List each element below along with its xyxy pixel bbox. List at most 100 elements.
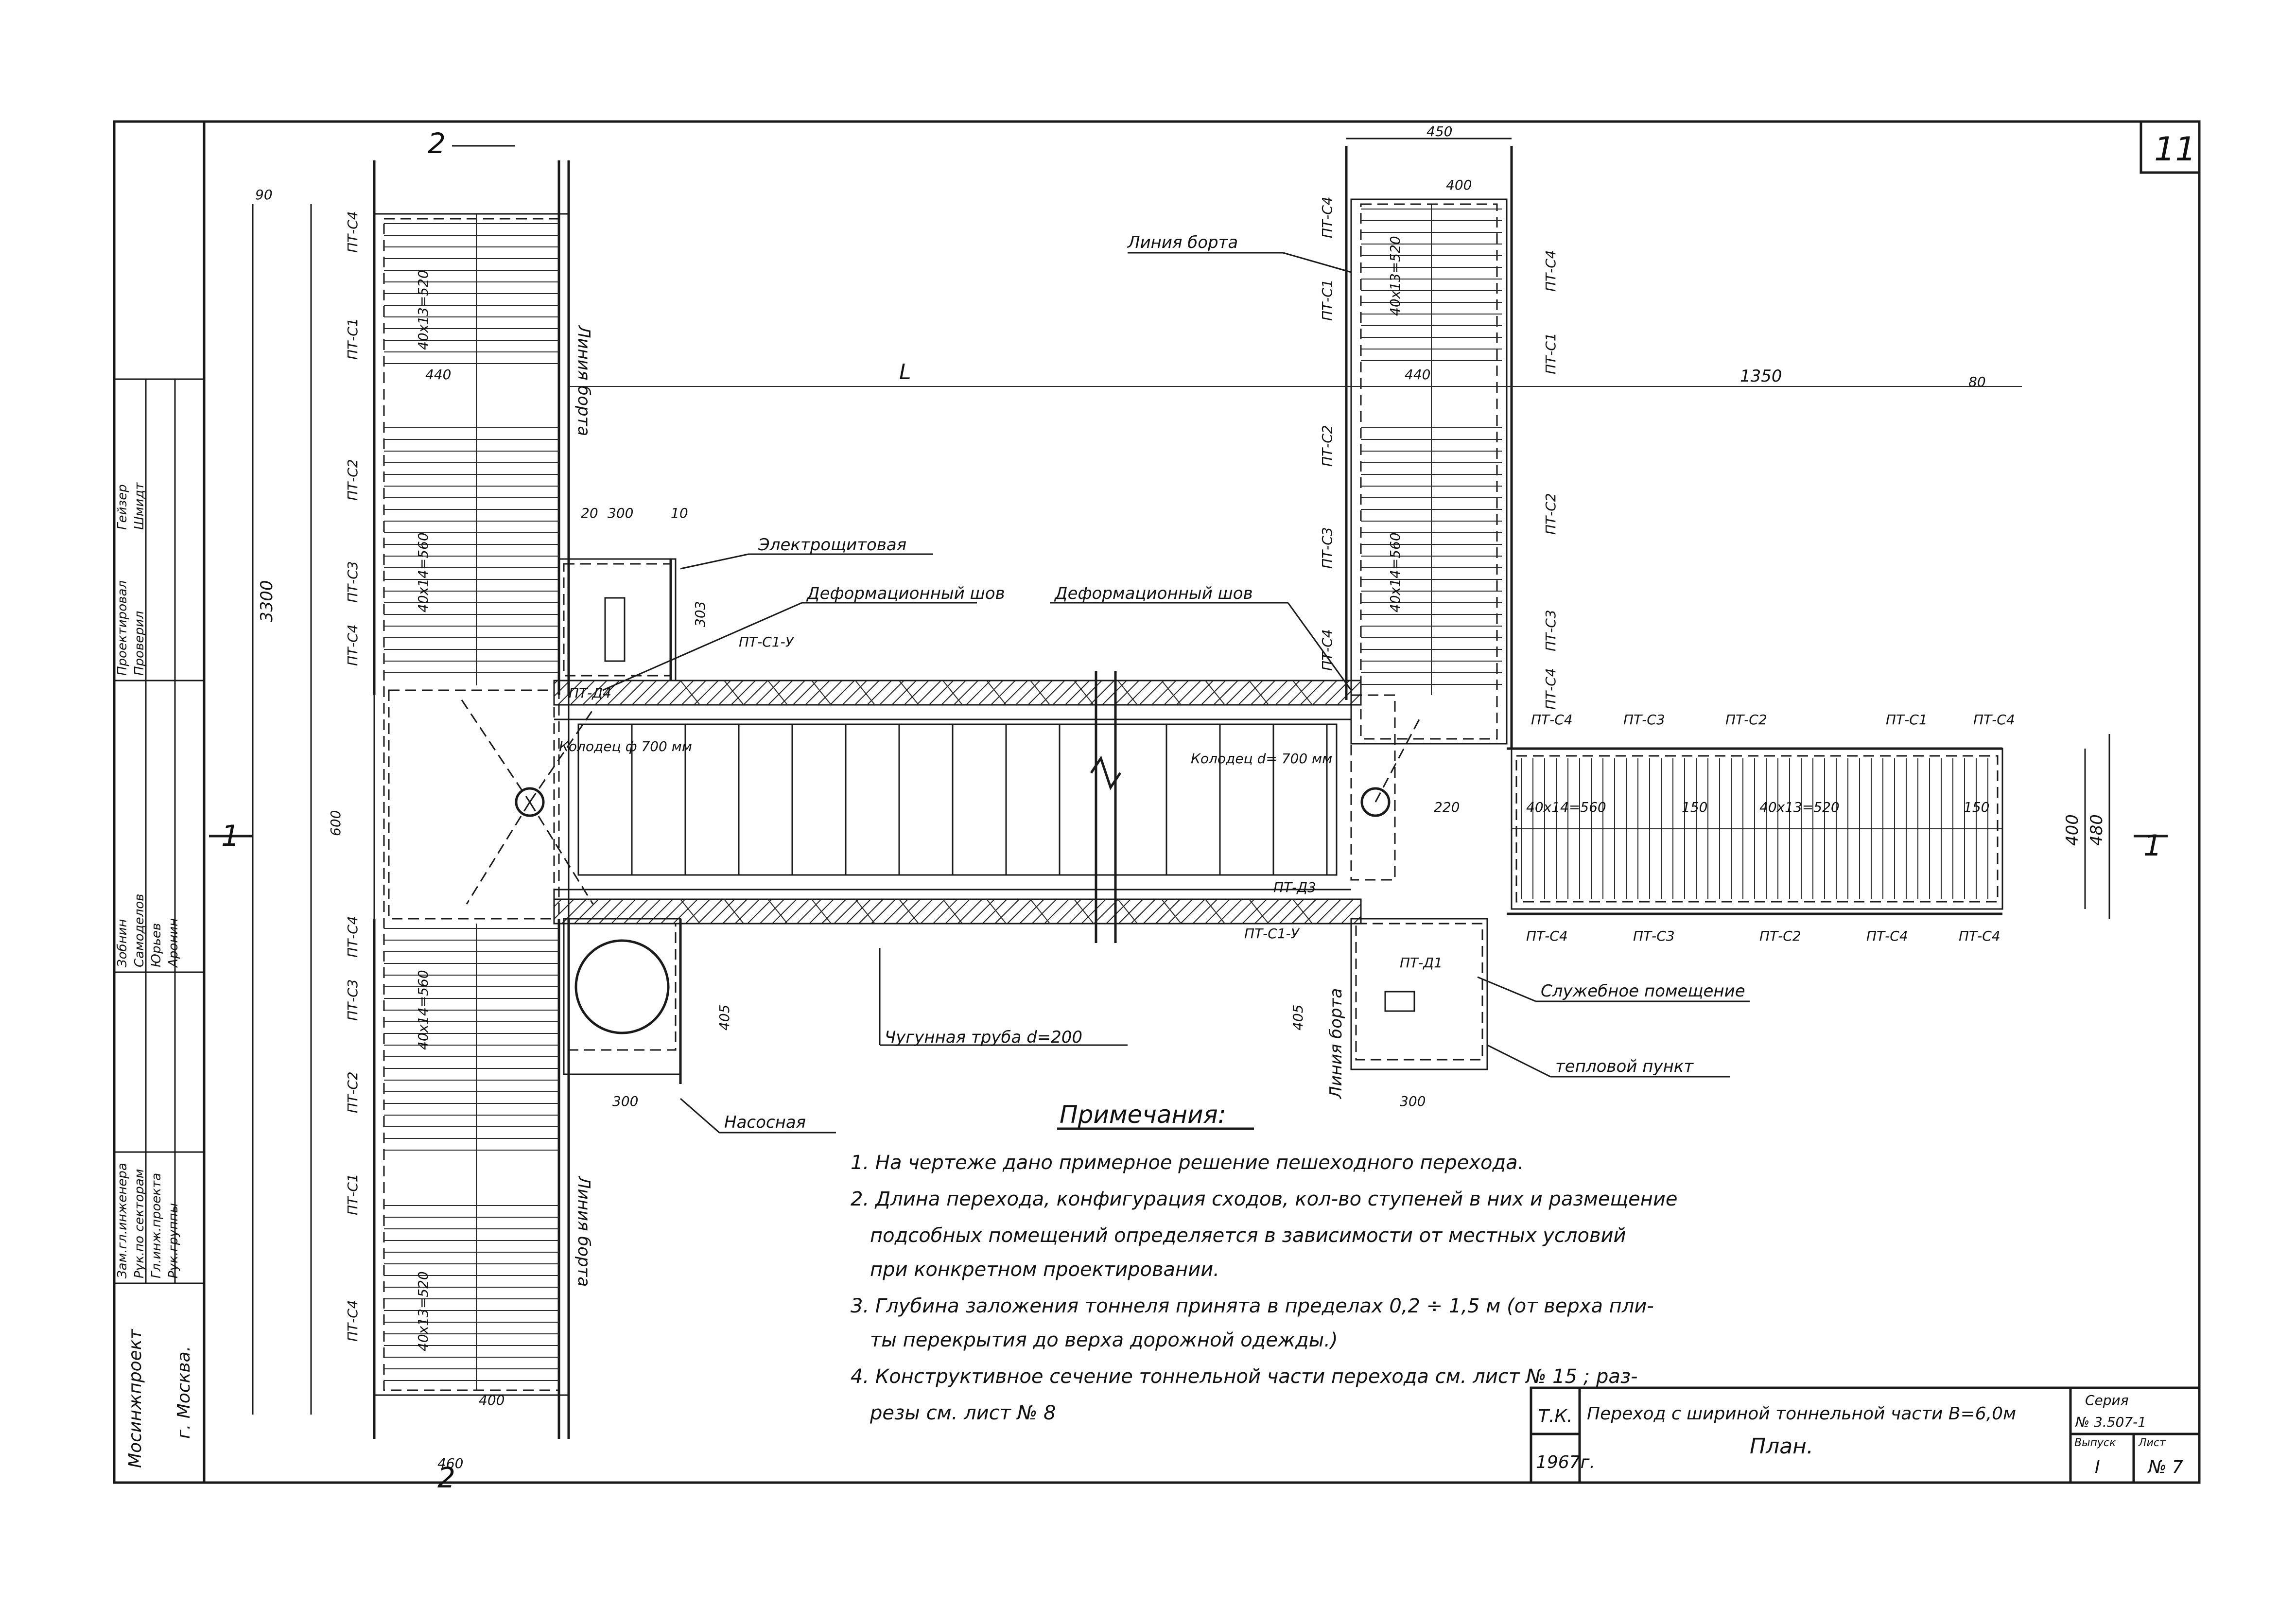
- label-liniya-borta-bottom-left: Линия борта: [574, 1175, 593, 1287]
- dim-20: 20: [581, 505, 598, 521]
- stair-element-label: ПТ-С4: [345, 1300, 361, 1342]
- slab-mark: [1205, 680, 1225, 705]
- stair-element-label: ПТ-С3: [345, 979, 361, 1021]
- stair-element-label: ПТ-С4: [1866, 928, 1908, 944]
- stair-element-label: ПТ-С1: [345, 318, 361, 360]
- stamp-name: Аронин: [166, 918, 181, 968]
- tb-list: № 7: [2147, 1457, 2183, 1477]
- pump-well-icon: [574, 939, 670, 1034]
- slab-mark: [1249, 680, 1269, 705]
- dim-440-right: 440: [1405, 367, 1430, 383]
- page-number: 11: [2154, 130, 2196, 169]
- slab-mark: [811, 899, 832, 924]
- stair-element-label: ПТ-С1: [1543, 332, 1559, 374]
- stair-element-label: ПТ-С4: [1526, 928, 1568, 944]
- slab-mark: [1161, 899, 1182, 924]
- stair-element-label: ПТ-С2: [1319, 425, 1335, 467]
- service-room: [1350, 918, 1488, 1070]
- break-symbol-icon: [1090, 755, 1122, 790]
- leader-line: [680, 1098, 720, 1134]
- stair-element-label: ПТ-С4: [1959, 928, 2000, 944]
- dim-90: 90: [255, 187, 273, 203]
- note-line: при конкретном проектировании.: [870, 1258, 1219, 1281]
- stair-element-label: ПТ-С2: [1759, 928, 1801, 944]
- label-deform-shov-1: Деформационный шов: [806, 584, 1005, 603]
- dim-150-b: 150: [1964, 799, 1989, 815]
- pump-room: [563, 918, 682, 1084]
- stair-element-label: ПТ-С2: [1725, 712, 1767, 728]
- stair-element-label: ПТ-С4: [345, 624, 361, 666]
- tb-tk: Т.К.: [1538, 1406, 1572, 1426]
- tb-vypusk-label: Выпуск: [2074, 1437, 2116, 1449]
- tb-title: Переход с шириной тоннельной части В=6,0…: [1587, 1404, 2016, 1424]
- label-pt-c1-u-bottom: ПТ-С1-У: [1244, 926, 1300, 942]
- stair-element-label: ПТ-С3: [1623, 712, 1665, 728]
- dim-300-c: 300: [1400, 1093, 1426, 1109]
- slab-mark: [1030, 899, 1050, 924]
- notes-heading: Примечания:: [1060, 1101, 1226, 1129]
- label-pt-d1: ПТ-Д1: [1400, 955, 1443, 971]
- stamp-role: Рук.по секторам: [132, 1169, 147, 1278]
- stair-element-label: ПТ-С1: [1319, 279, 1335, 321]
- label-deform-shov-2: Деформационный шов: [1054, 584, 1253, 603]
- note-line: 3. Глубина заложения тоннеля принята в п…: [851, 1295, 1654, 1317]
- tb-seriya: № 3.507-1: [2074, 1414, 2146, 1430]
- stair-element-label: ПТ-С4: [1973, 712, 2015, 728]
- stamp-org: Мосинжпроект: [125, 1328, 145, 1468]
- dim-1350: 1350: [1740, 367, 1782, 386]
- leader-line: [602, 602, 802, 691]
- dim-405-b: 405: [1290, 1005, 1306, 1031]
- note-line: подсобных помещений определяется в завис…: [870, 1224, 1626, 1247]
- dim-300-b: 300: [612, 1093, 638, 1109]
- run-560-h: 40x14=560: [1526, 799, 1606, 815]
- slab-mark: [1117, 680, 1138, 705]
- notes-block: Примечания: 1. На чертеже дано примерное…: [851, 1101, 1678, 1424]
- label-kolodets-1: Колодец ф 700 мм: [559, 738, 692, 754]
- stair-element-label: ПТ-С4: [1531, 712, 1573, 728]
- tunnel-panels: [577, 680, 1328, 924]
- stair-element-label: ПТ-С1: [345, 1173, 361, 1215]
- slab-mark: [855, 899, 875, 924]
- dim-440-left: 440: [425, 367, 451, 383]
- stair-element-label: ПТ-С4: [1543, 250, 1559, 292]
- run-520-h: 40x13=520: [1759, 799, 1840, 815]
- note-line: 1. На чертеже дано примерное решение пеш…: [851, 1152, 1524, 1174]
- slab-mark: [1117, 899, 1138, 924]
- section-1-left: 1: [221, 819, 240, 853]
- tb-vypusk: I: [2095, 1457, 2100, 1477]
- dim-303: 303: [692, 601, 708, 627]
- label-pt-c1-u-top: ПТ-С1-У: [739, 634, 795, 650]
- stamp-name: Юрьев: [149, 923, 164, 967]
- stair-element-label: ПТ-С3: [1633, 928, 1675, 944]
- run-520-right: 40x13=520: [1387, 236, 1403, 316]
- label-sluzhebnoe: Служебное помещение: [1541, 981, 1745, 1001]
- run-520-left-top: 40x13=520: [415, 270, 431, 350]
- dim-600: 600: [328, 810, 344, 836]
- drain-line: [529, 709, 594, 803]
- leader-line: [1477, 976, 1536, 1002]
- left-bottom-steps: [384, 924, 559, 1390]
- tb-seriya-label: Серия: [2085, 1392, 2129, 1408]
- stair-element-label: ПТ-С2: [1543, 493, 1559, 535]
- slab-mark: [986, 899, 1007, 924]
- dim-400-bottom: 400: [479, 1392, 504, 1408]
- dim-220: 220: [1434, 799, 1460, 815]
- dim-300-a: 300: [608, 505, 633, 521]
- dim-480: 480: [2087, 814, 2106, 846]
- stair-element-label: ПТ-С4: [345, 211, 361, 253]
- dim-405-a: 405: [716, 1005, 732, 1031]
- slab-mark: [1292, 899, 1313, 924]
- slab-mark: [942, 899, 963, 924]
- stamp-role: Гл.инж.проекта: [149, 1173, 164, 1278]
- left-stair-labels: ПТ-С4ПТ-С1ПТ-С2ПТ-С3ПТ-С4ПТ-С4ПТ-С3ПТ-С2…: [345, 211, 361, 1342]
- stamp-city: г. Москва.: [174, 1346, 194, 1439]
- stair-element-label: ПТ-С4: [1319, 196, 1335, 238]
- slab-mark: [724, 680, 744, 705]
- label-liniya-borta-left: Линия борта: [574, 325, 593, 436]
- note-line: 2. Длина перехода, конфигурация сходов, …: [851, 1188, 1678, 1210]
- manhole-right-icon: [1360, 787, 1391, 817]
- dim-80: 80: [1968, 374, 1986, 390]
- run-560-left-bottom: 40x14=560: [415, 970, 431, 1050]
- dim-3300: 3300: [257, 580, 277, 622]
